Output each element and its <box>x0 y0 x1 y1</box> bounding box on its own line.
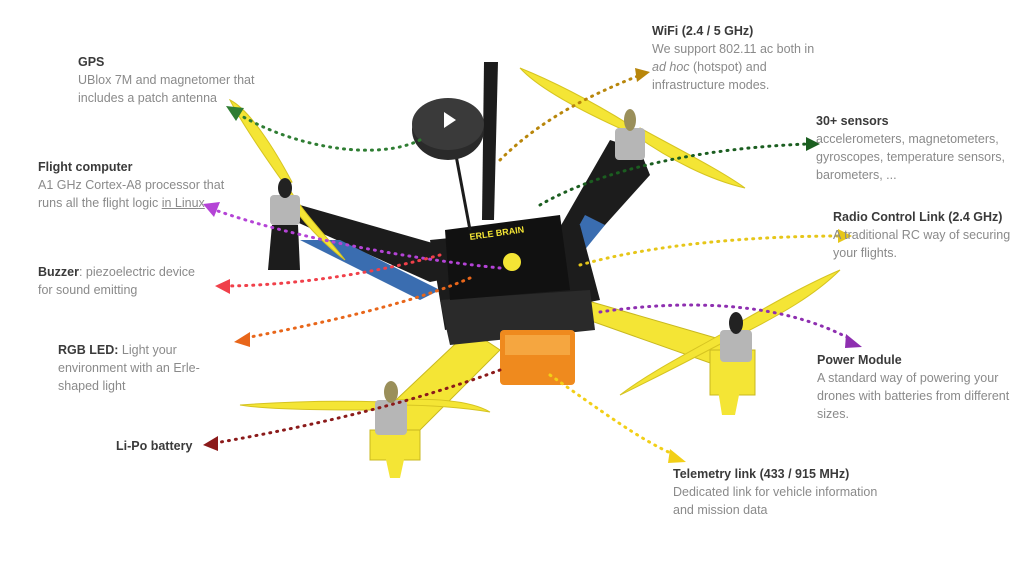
arrow-lipo <box>203 436 218 451</box>
motor-front-right <box>720 312 752 362</box>
callout-radio: Radio Control Link (2.4 GHz) A tradition… <box>833 208 1018 262</box>
callout-flight-desc: A1 GHz Cortex-A8 processor that runs all… <box>38 178 225 210</box>
callout-lipo-title: Li-Po battery <box>116 439 193 453</box>
leader-telemetry <box>548 373 677 457</box>
leader-radio <box>578 234 842 267</box>
callout-sensors-desc: accelerometers, magnetometers, gyroscope… <box>816 132 1005 182</box>
callout-telemetry-desc: Dedicated link for vehicle information a… <box>673 485 878 517</box>
propeller-rear-right <box>519 67 746 189</box>
leader-flight <box>213 208 502 270</box>
leader-lipo <box>213 368 502 445</box>
gps-mast <box>412 62 498 231</box>
propeller-front-left <box>239 398 491 413</box>
leader-power <box>598 303 854 342</box>
leader-wifi <box>498 74 640 162</box>
leader-buzzer <box>226 253 442 288</box>
arrow-radio <box>838 229 852 243</box>
callout-wifi-desc-a: We support 802.11 ac both in <box>652 42 815 56</box>
callout-sensors-title: 30+ sensors <box>816 114 889 128</box>
motor-front-left <box>375 381 407 435</box>
callout-wifi-title: WiFi (2.4 / 5 GHz) <box>652 24 754 38</box>
arrow-sensors <box>806 137 820 151</box>
board-logo <box>503 253 521 271</box>
callout-flight-computer: Flight computer A1 GHz Cortex-A8 process… <box>38 158 243 212</box>
callout-power-desc: A standard way of powering your drones w… <box>817 371 1010 421</box>
callout-buzzer-title: Buzzer <box>38 265 79 279</box>
battery-pack <box>500 330 575 385</box>
arrow-rgb <box>234 332 250 347</box>
callout-radio-desc: A traditional RC way of securing your fl… <box>833 228 1011 260</box>
callout-telemetry: Telemetry link (433 / 915 MHz) Dedicated… <box>673 465 888 519</box>
arrow-gps <box>226 106 244 121</box>
leader-sensors <box>538 142 810 207</box>
callout-wifi-desc-c: (hotspot) and infrastructure modes. <box>652 60 770 92</box>
callout-flight-title: Flight computer <box>38 160 133 174</box>
arrow-wifi <box>635 68 650 82</box>
leader-gps <box>238 113 422 152</box>
callout-gps-title: GPS <box>78 55 105 69</box>
callout-rgb-led: RGB LED: Light your environment with an … <box>58 341 213 395</box>
arrow-flight <box>203 202 220 217</box>
arrow-telemetry <box>668 449 686 463</box>
callout-power: Power Module A standard way of powering … <box>817 351 1012 423</box>
callout-buzzer-desc: : piezoelectric device for sound emittin… <box>38 265 196 297</box>
callout-gps: GPS UBlox 7M and magnetomer that include… <box>78 53 278 107</box>
callout-rgb-title: RGB LED: <box>58 343 119 357</box>
propeller-front-right <box>619 269 841 396</box>
motor-rear-right <box>615 109 645 160</box>
arrow-power <box>845 334 862 348</box>
callout-telemetry-title: Telemetry link (433 / 915 MHz) <box>673 467 850 481</box>
motor-rear-left <box>268 178 300 270</box>
callout-flight-desc-link: in Linux <box>161 196 205 210</box>
callout-radio-title: Radio Control Link (2.4 GHz) <box>833 210 1003 224</box>
callout-lipo: Li-Po battery <box>116 437 236 455</box>
callout-wifi: WiFi (2.4 / 5 GHz) We support 802.11 ac … <box>652 22 822 94</box>
callout-buzzer: Buzzer: piezoelectric device for sound e… <box>38 263 213 299</box>
callout-sensors: 30+ sensors accelerometers, magnetometer… <box>816 112 1021 184</box>
callout-power-title: Power Module <box>817 353 902 367</box>
arrow-buzzer <box>215 279 230 294</box>
callout-gps-desc: UBlox 7M and magnetomer that includes a … <box>78 73 255 105</box>
leader-rgb <box>243 276 472 340</box>
callout-rgb-desc: Light your environment with an Erle-shap… <box>58 343 200 393</box>
callout-wifi-desc-b: ad hoc <box>652 60 690 74</box>
